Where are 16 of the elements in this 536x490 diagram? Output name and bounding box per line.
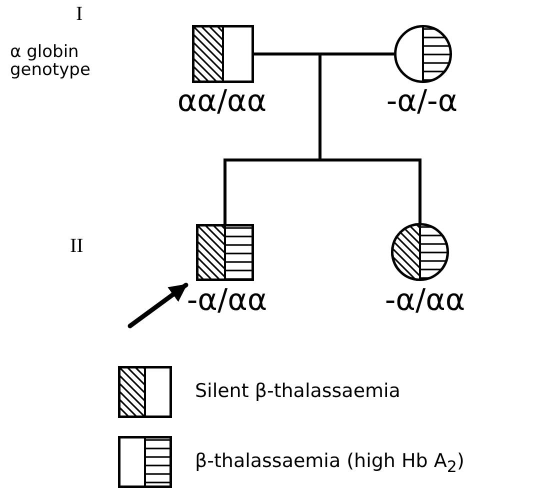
mating-line — [252, 52, 396, 56]
descent-line — [318, 52, 422, 224]
genotype-label: αα/αα — [177, 84, 267, 119]
male-symbol — [196, 224, 254, 281]
generation-label: II — [70, 236, 84, 257]
generation-label: I — [76, 4, 83, 25]
male-symbol — [192, 25, 254, 83]
female-symbol — [391, 223, 449, 281]
row-heading: α globin genotype — [10, 44, 92, 80]
genotype-label: -α/-α — [386, 84, 458, 119]
female-symbol — [394, 25, 452, 83]
legend-text: Silent β-thalassaemia — [195, 380, 400, 402]
genotype-label: -α/αα — [384, 283, 466, 318]
proband-arrow — [128, 282, 188, 328]
legend-text: β-thalassaemia (high Hb A$_{2}$) — [195, 450, 464, 476]
genotype-label: -α/αα — [186, 283, 268, 318]
